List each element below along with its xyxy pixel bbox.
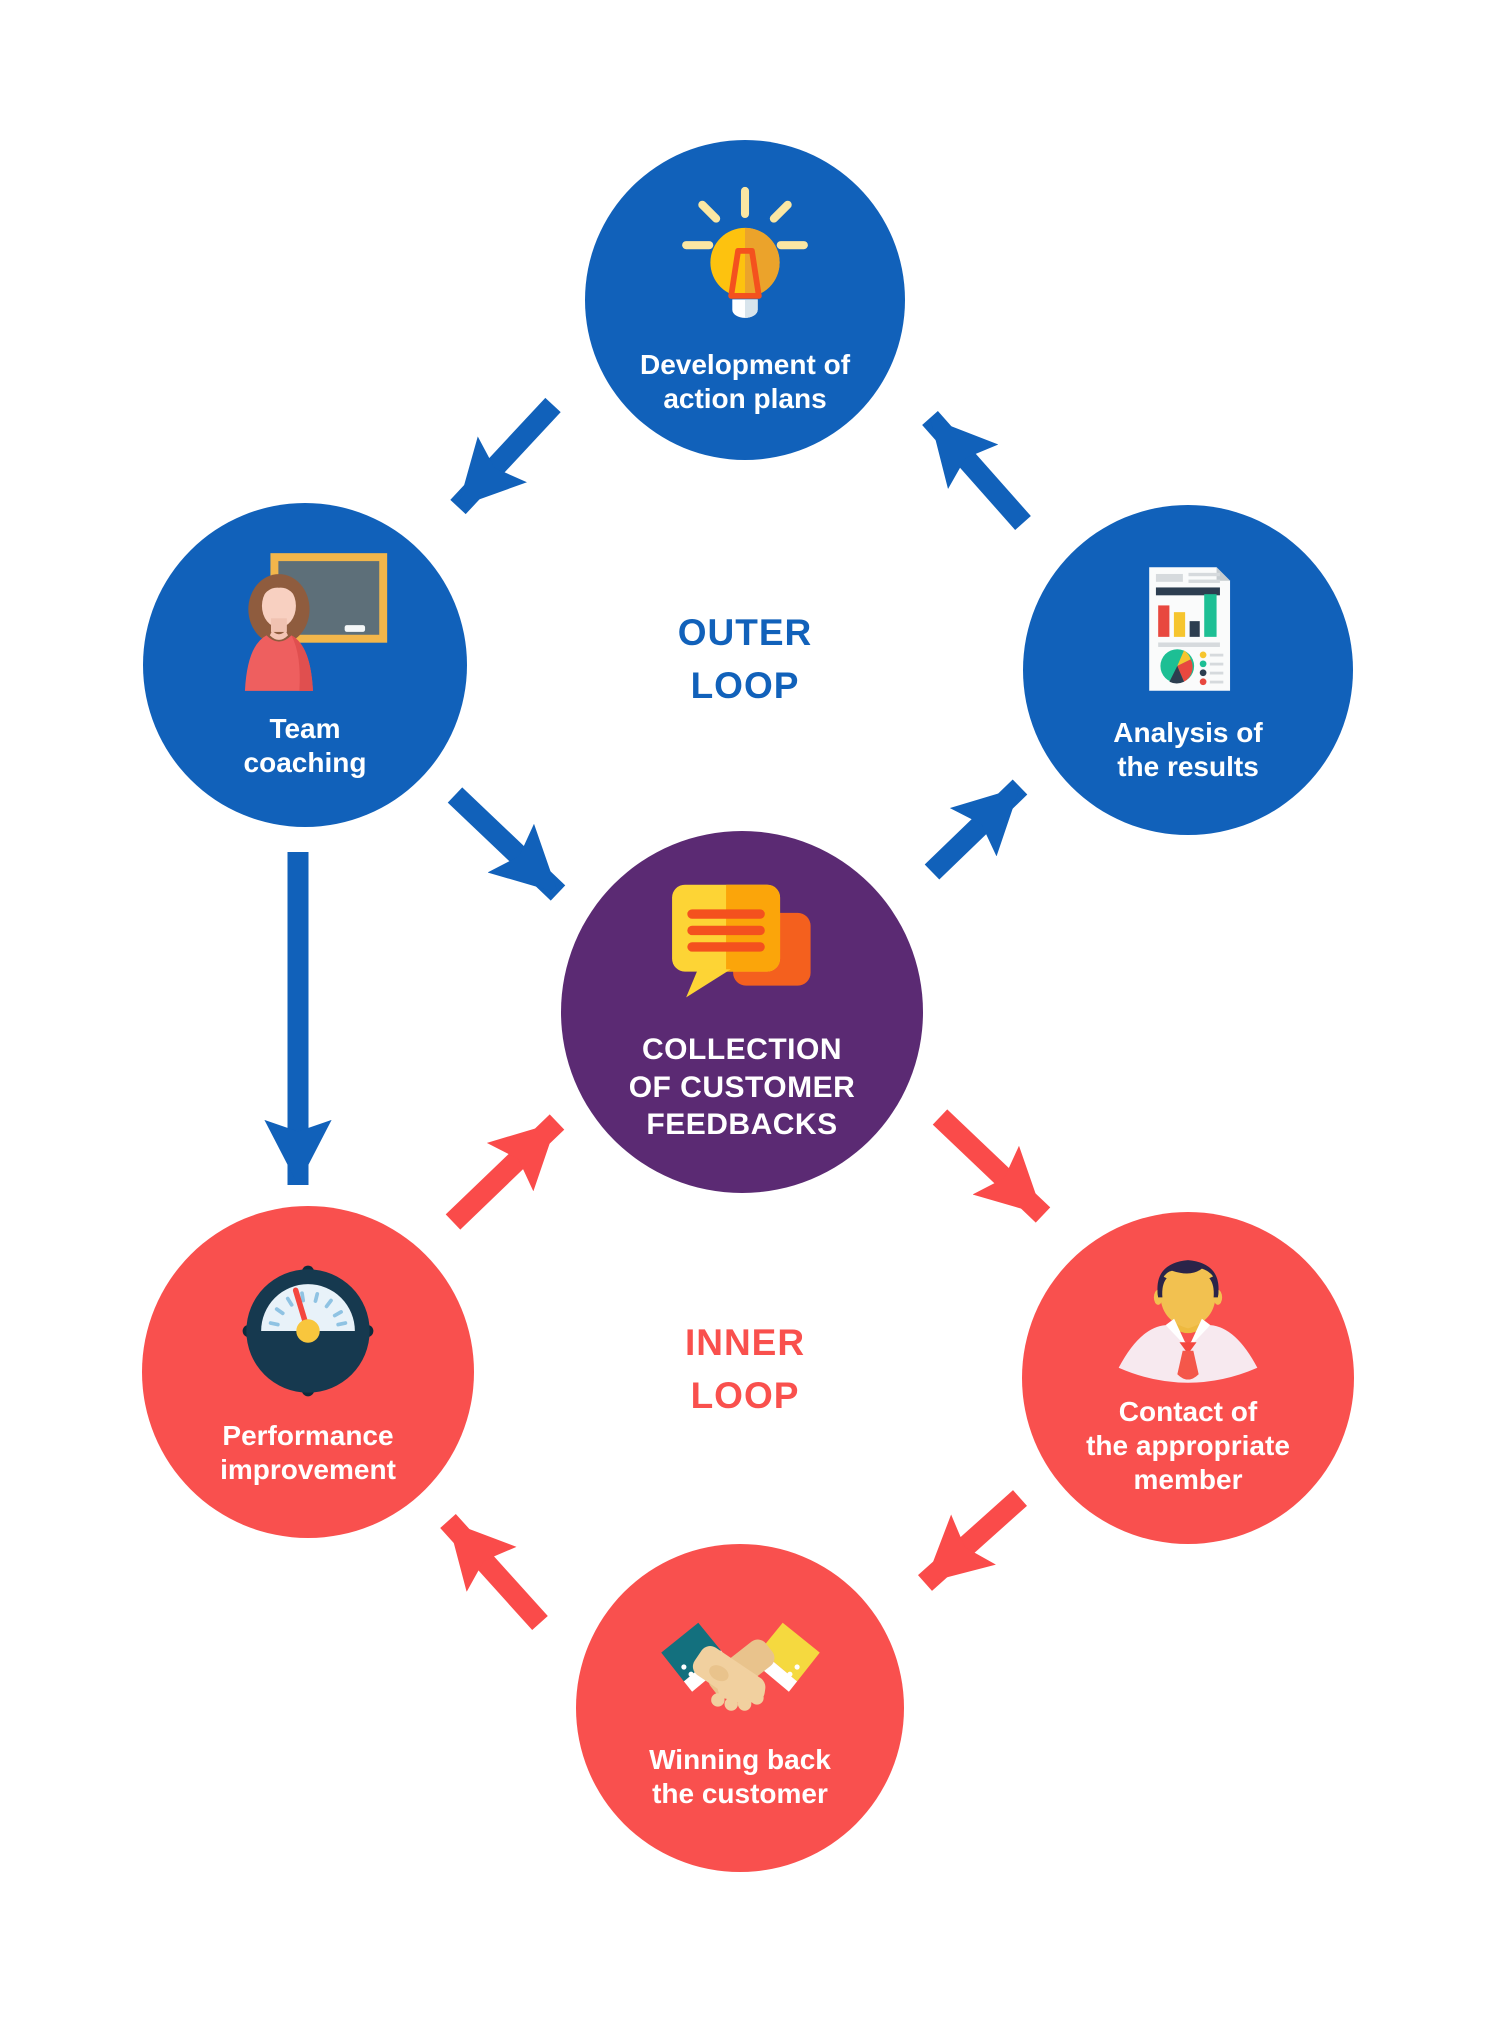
arrow-winning-to-performance xyxy=(440,1513,548,1631)
arrow-contact-to-winning xyxy=(917,1490,1028,1591)
node-winning-back-the-customer: Winning back the customer xyxy=(576,1544,904,1872)
gauge-icon xyxy=(234,1257,382,1405)
inner-loop-line1: INNER xyxy=(684,1322,806,1363)
node-performance-improvement: Performance improvement xyxy=(142,1206,474,1538)
arrow-collection-to-contact xyxy=(932,1109,1051,1223)
node-team-coaching: Team coaching xyxy=(143,503,467,827)
outer-loop-line1: OUTER xyxy=(677,612,813,653)
businessman-icon xyxy=(1108,1259,1268,1387)
teacher-blackboard-icon xyxy=(220,550,390,698)
node-label: Team coaching xyxy=(243,712,367,778)
outer-loop-label: OUTER LOOP xyxy=(595,607,895,713)
handshake-icon xyxy=(653,1605,828,1729)
node-collection-of-customer-feedbacks: COLLECTION OF CUSTOMER FEEDBACKS xyxy=(561,831,923,1193)
node-contact-of-appropriate-member: Contact of the appropriate member xyxy=(1022,1212,1354,1544)
inner-loop-label: INNER LOOP xyxy=(595,1317,895,1423)
outer-loop-line2: LOOP xyxy=(690,664,800,706)
chat-bubbles-icon xyxy=(660,880,825,1015)
arrow-team-to-collection xyxy=(447,787,566,901)
arrow-performance-to-collection xyxy=(445,1114,565,1230)
inner-loop-line2: LOOP xyxy=(690,1374,800,1416)
node-label: Winning back the customer xyxy=(649,1743,831,1809)
node-label: Development of action plans xyxy=(639,348,851,414)
report-chart-icon xyxy=(1121,556,1256,702)
node-development-of-action-plans: Development of action plans xyxy=(585,140,905,460)
arrow-analysis-to-development xyxy=(922,411,1031,530)
node-analysis-of-results: Analysis of the results xyxy=(1023,505,1353,835)
arrow-collection-to-analysis xyxy=(924,779,1028,880)
node-label: Contact of the appropriate member xyxy=(1086,1395,1290,1496)
node-label: Performance improvement xyxy=(220,1419,396,1485)
arrow-development-to-team xyxy=(450,397,561,515)
lightbulb-icon xyxy=(670,184,820,334)
node-label: COLLECTION OF CUSTOMER FEEDBACKS xyxy=(628,1033,856,1142)
node-label: Analysis of the results xyxy=(1113,716,1263,782)
